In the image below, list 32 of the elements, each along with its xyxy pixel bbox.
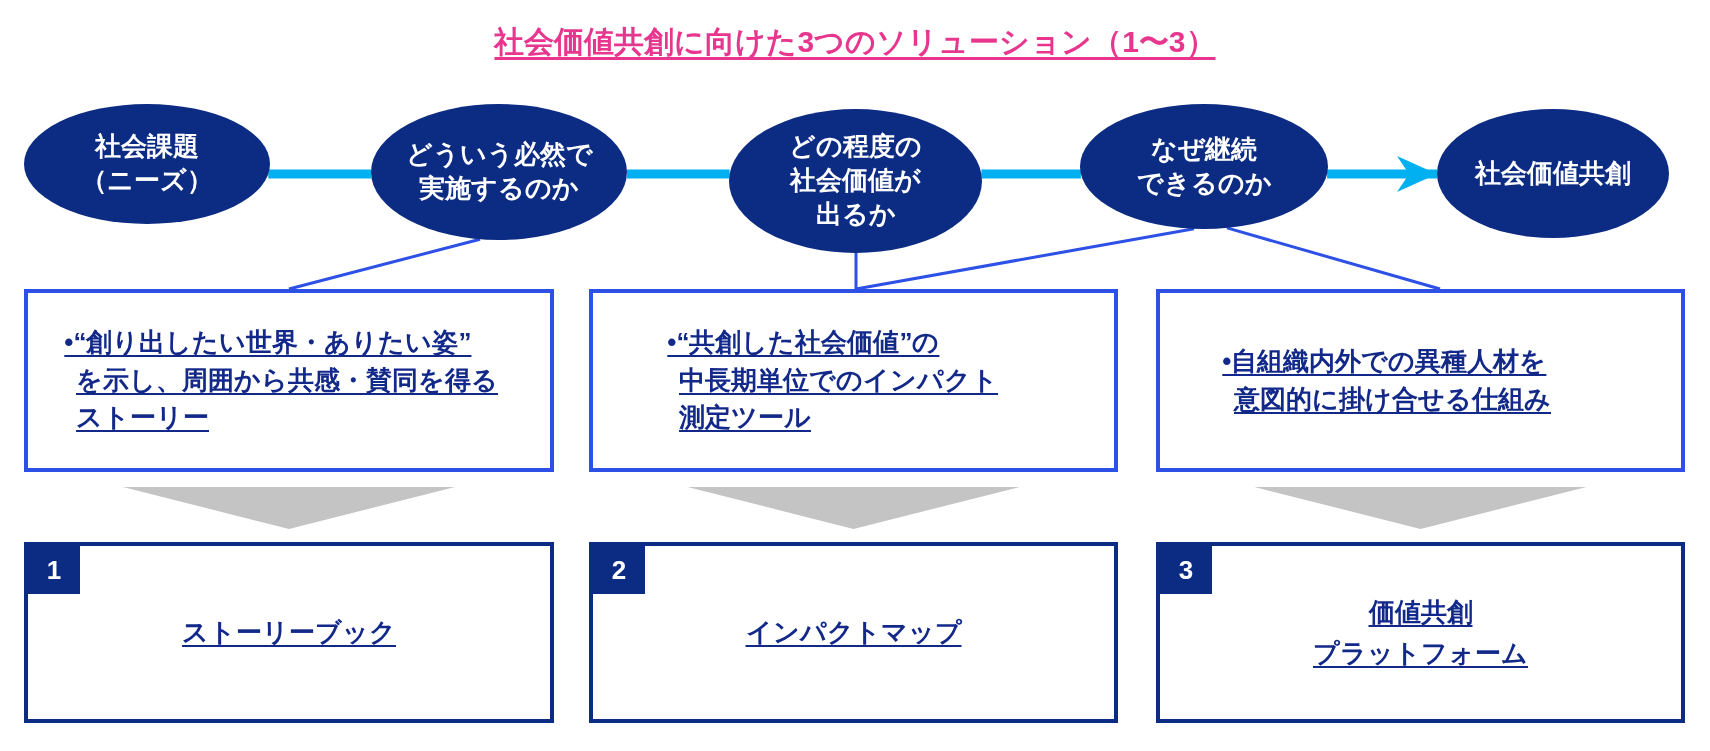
node-label: 社会価値共創 [1475, 156, 1631, 190]
text-box [24, 289, 554, 472]
arrow [1327, 156, 1437, 192]
node-label: 社会課題（ニーズ） [81, 130, 213, 197]
node-label: どの程度の社会価値が出るか [789, 130, 922, 231]
solution-text: ストーリーブック [182, 616, 396, 650]
leader-line [855, 227, 1195, 291]
connector-line [268, 169, 372, 179]
chevron-arrow [123, 487, 455, 529]
solution-box [589, 542, 1118, 723]
solution-text: •“共創した社会価値”の中長期単位でのインパクト測定ツール [666, 325, 998, 435]
number-badge: 2 [593, 546, 645, 594]
number-badge: 1 [28, 546, 80, 594]
connector-line [626, 169, 730, 179]
number-badge: 3 [1160, 546, 1212, 594]
connector-line [981, 169, 1081, 179]
node-label: どういう必然で実施するのか [405, 138, 593, 205]
leader-line [1226, 226, 1441, 291]
solution-text: インパクトマップ [745, 616, 962, 650]
title: 社会価値共創に向けた3つのソリューション（1〜3） [494, 25, 1216, 58]
solution-text: 価値共創プラットフォーム [1313, 596, 1528, 670]
leader-line [854, 253, 858, 289]
solution-text: •“創り出したい世界・ありたい姿”を示し、周囲から共感・賛同を得るストーリー [63, 325, 498, 435]
chevron-arrow [1254, 487, 1587, 529]
solution-text: •自組織内外での異種人材を意図的に掛け合せる仕組み [1221, 344, 1551, 416]
leader-line [288, 237, 481, 291]
chevron-arrow [687, 487, 1020, 529]
node-label: なぜ継続できるのか [1136, 132, 1272, 200]
solution-box [1156, 542, 1685, 723]
solution-box [24, 542, 554, 723]
text-box [589, 289, 1118, 472]
text-box [1156, 289, 1685, 472]
